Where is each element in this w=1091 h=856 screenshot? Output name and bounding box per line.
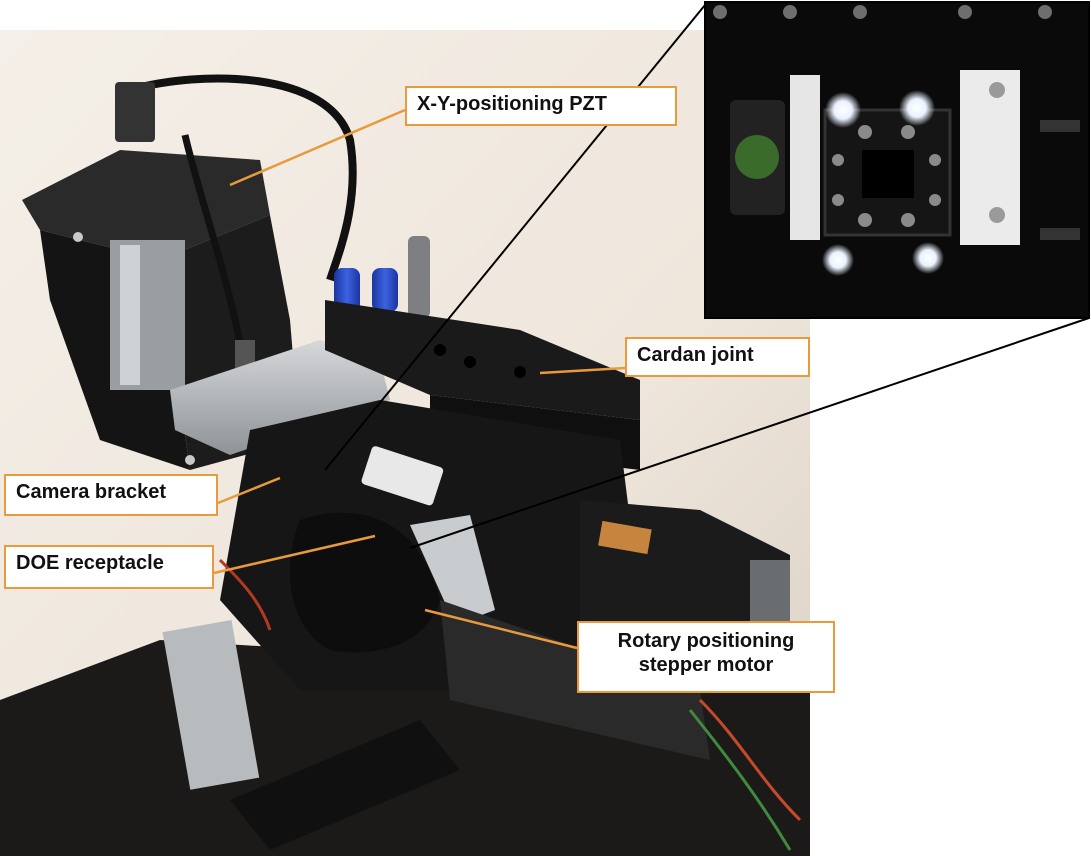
inset-callout-line	[324, 4, 706, 471]
lower-rail	[440, 600, 710, 760]
inset-led	[822, 244, 854, 276]
leader-line-rotary	[424, 608, 578, 650]
inset-led	[899, 90, 935, 126]
leader-line-camera	[217, 476, 281, 505]
wires	[698, 698, 802, 822]
label-rotary-line-1: Rotary positioning	[617, 630, 795, 652]
connector	[115, 82, 155, 142]
label-doe-receptacle: DOE receptacle	[4, 545, 214, 589]
label-cardan-joint: Cardan joint	[625, 337, 810, 377]
cable	[181, 134, 249, 371]
label-camera-bracket: Camera bracket	[4, 474, 218, 516]
stepper-motor	[580, 500, 790, 660]
aluminum-rail	[170, 340, 390, 455]
wires	[688, 709, 792, 851]
leader-line-cardan	[539, 366, 626, 375]
blue-capacitor	[372, 268, 398, 312]
leader-line-xy	[229, 108, 406, 187]
inset-callout-line	[409, 317, 1090, 549]
inset-led	[912, 242, 944, 274]
cable	[128, 74, 357, 282]
inset-led	[825, 92, 861, 128]
label-xy-positioning-pzt: X-Y-positioning PZT	[405, 86, 677, 126]
wires	[218, 558, 272, 631]
white-block	[361, 446, 444, 506]
leader-line-doe	[213, 534, 376, 575]
inset-photo	[704, 1, 1090, 319]
aluminum-bracket	[162, 620, 260, 790]
inset-white-plate	[790, 75, 820, 240]
blue-capacitor	[334, 268, 360, 312]
label-rotary-positioning-stepper-motor: Rotary positioning stepper motor	[577, 621, 835, 693]
lens-tube	[230, 720, 460, 850]
label-rotary-line-2: stepper motor	[638, 654, 774, 676]
metal-knob	[408, 236, 430, 318]
aluminum-bracket	[410, 515, 495, 625]
